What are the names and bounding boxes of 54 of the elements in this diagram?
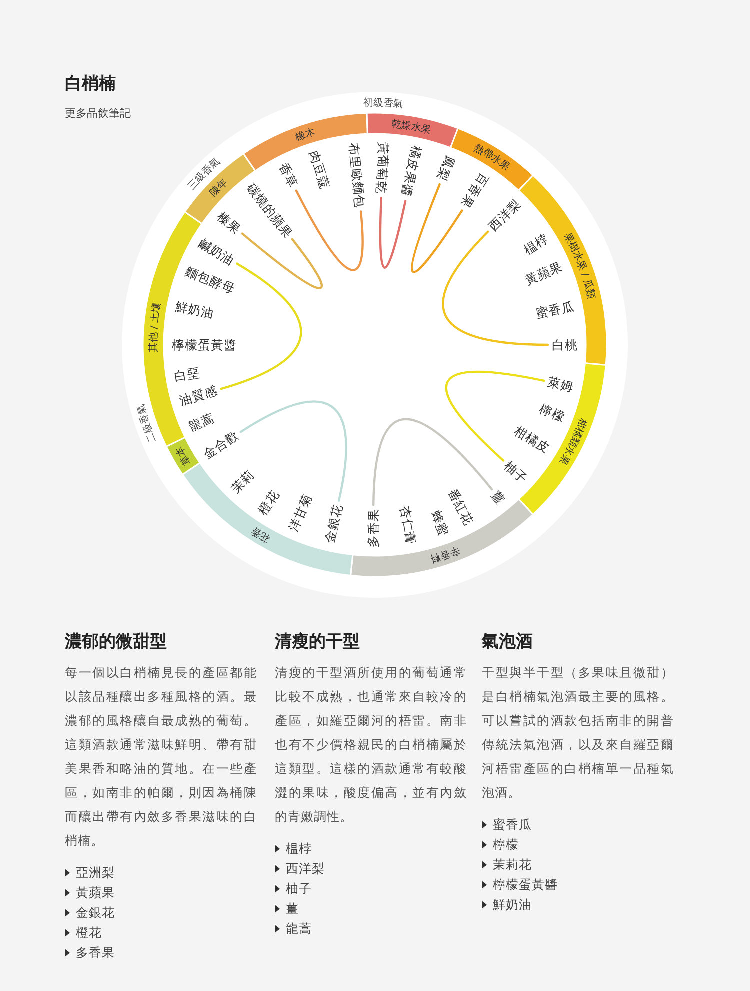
flavor-label: 橙花	[255, 488, 282, 518]
bullet-item: 蜜香瓜	[482, 815, 532, 835]
bullet-item: 薑	[275, 899, 299, 919]
flavor-label: 萊姆	[546, 374, 576, 395]
flavor-label: 茉莉	[228, 467, 258, 496]
flavor-label: 蜂蜜	[428, 508, 452, 538]
connector-curve	[410, 184, 464, 273]
connector-curve	[220, 262, 302, 390]
bullet-item: 黃蘋果	[65, 883, 115, 903]
flavor-label: 蜜香瓜	[534, 298, 576, 322]
flavor-label: 檸檬	[538, 401, 568, 425]
connector-curve	[240, 400, 348, 502]
flavor-label: 多香果	[366, 508, 382, 548]
paragraph: 每一個以白梢楠見長的產區都能以該品種釀出多種風格的酒。最濃郁的風格釀自最成熟的葡萄。這類酒款通常滋味鮮明、帶有甜美果香和略油的質地。在一些產區，如南非的帕爾，則因為桶陳而釀出帶有內斂多香果滋味的白梢楠。	[65, 664, 257, 850]
connector-curve	[372, 418, 494, 506]
flavor-label: 鹹奶油	[196, 236, 238, 268]
bullet-item: 檸檬蛋黃醬	[482, 875, 558, 895]
bullet-item: 柚子	[275, 879, 312, 899]
flavor-label: 黃蘋果	[523, 258, 565, 288]
title: 白梢楠	[65, 73, 116, 95]
paragraph: 清瘦的干型酒所使用的葡萄通常比較不成熟，也通常來自較冷的產區，如羅亞爾河的梧雷。南非也有不少價格親民的白梢楠屬於這類型。這樣的酒款通常有較酸澀的果味，酸度偏高，並有內斂的青嫩調性。	[275, 664, 467, 826]
connector-curve	[241, 232, 323, 290]
bullet-item: 亞洲梨	[65, 863, 115, 883]
flavor-label: 白堊	[173, 365, 202, 384]
connector-curve	[442, 230, 550, 346]
flavor-label: 黃葡萄乾	[374, 142, 392, 194]
flavor-label: 榅桲	[521, 231, 552, 258]
bullet-item: 龍蒿	[275, 919, 312, 939]
flavor-label: 金銀花	[322, 503, 346, 544]
bullet-item: 金銀花	[65, 903, 115, 923]
paragraph: 干型與半干型（多果味且微甜）是白梢楠氣泡酒最主要的風格。可以嘗試的酒款包括南非的開普傳統法氣泡酒，以及來自羅亞爾河梧雷產區的白梢楠單一品種氣泡酒。	[482, 664, 674, 802]
connector-curve	[295, 190, 364, 272]
flavor-label: 洋甘菊	[286, 492, 316, 534]
bullet-item: 西洋梨	[275, 859, 325, 879]
flavor-label: 白桃	[552, 338, 578, 352]
flavor-label: 橘皮果醬	[399, 144, 425, 199]
section-heading: 氣泡酒	[482, 631, 533, 653]
flavor-label: 檸檬蛋黃醬	[172, 338, 237, 352]
bullet-item: 鮮奶油	[482, 895, 532, 915]
bullet-item: 橙花	[65, 923, 102, 943]
section-heading: 清瘦的干型	[275, 631, 360, 653]
bullet-item: 茉莉花	[482, 855, 532, 875]
tier-label: 初級香氣	[363, 97, 404, 110]
flavor-label: 鮮奶油	[174, 298, 216, 322]
connector-curve	[379, 197, 407, 269]
tier-label: 二級香氣	[135, 403, 158, 445]
bullet-item: 檸檬	[482, 835, 519, 855]
bullet-item: 榅桲	[275, 839, 312, 859]
flavor-label: 杏仁膏	[398, 504, 420, 546]
subtitle: 更多品飲筆記	[65, 106, 131, 121]
flavor-label: 油質感	[178, 383, 220, 408]
section-heading: 濃郁的微甜型	[65, 631, 167, 653]
connector-curve	[445, 370, 546, 462]
bullet-item: 多香果	[65, 943, 115, 963]
